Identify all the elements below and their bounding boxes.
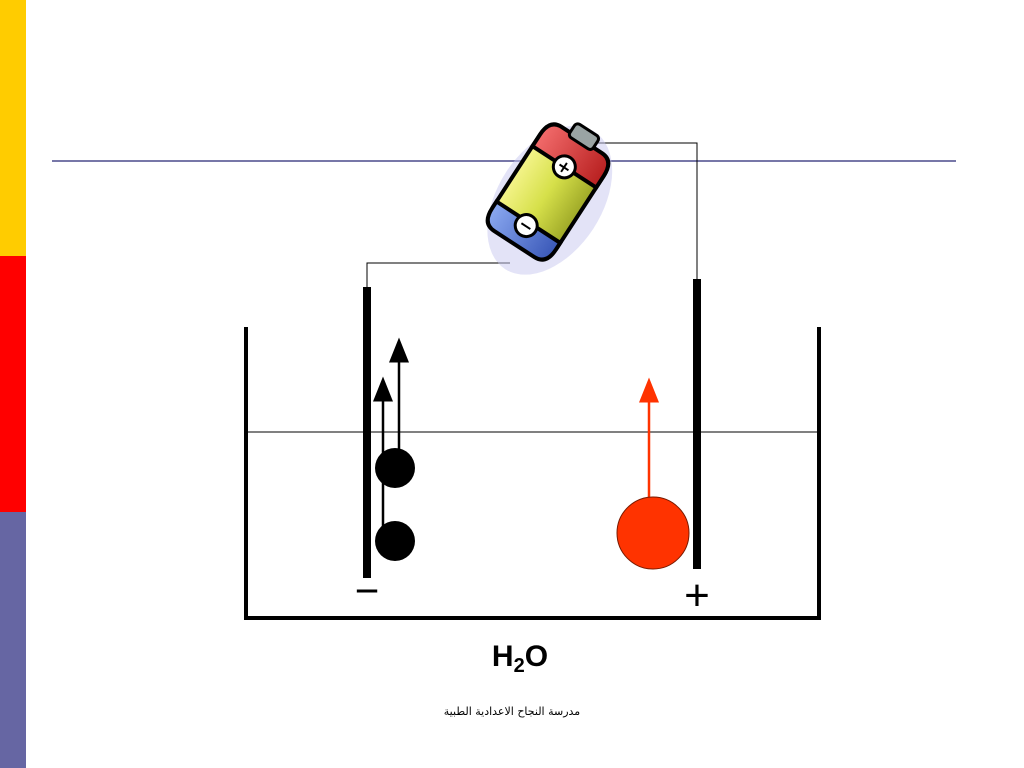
- accent-bar-yellow: [0, 0, 26, 256]
- hydrogen-bubble: [375, 521, 415, 561]
- anode-electrode: [693, 279, 701, 569]
- formula-element-o: O: [524, 640, 549, 673]
- accent-bar-red: [0, 256, 26, 512]
- water-formula: H2O: [420, 640, 620, 677]
- title-rule: [52, 160, 956, 162]
- formula-element-h: H: [491, 640, 514, 673]
- positive-wire: [590, 142, 698, 282]
- negative-sign: −: [355, 567, 380, 614]
- negative-wire: [366, 262, 510, 290]
- hydrogen-bubble: [375, 448, 415, 488]
- formula-subscript: 2: [513, 655, 525, 677]
- battery-icon: + −: [485, 122, 613, 275]
- electrolysis-container: [244, 327, 821, 620]
- oxygen-bubble: [616, 496, 690, 570]
- cathode-electrode: [363, 287, 371, 578]
- footer-text: مدرسة النجاح الاعدادية الطبية: [443, 705, 581, 718]
- battery-minus-terminal-icon: [513, 213, 539, 239]
- accent-bar-blue: [0, 512, 26, 768]
- battery-plus-terminal-icon: [551, 154, 577, 180]
- positive-sign: +: [684, 571, 710, 620]
